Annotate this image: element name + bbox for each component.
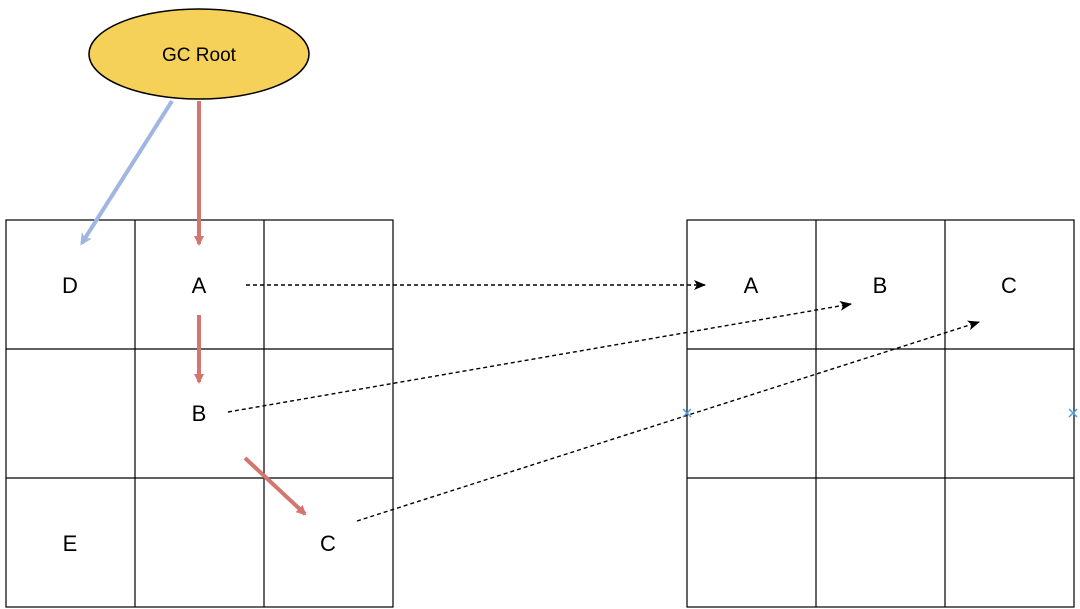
copy-b-arrow [227, 300, 852, 413]
b-to-c-arrow [243, 456, 307, 516]
from-cell-b: B [192, 401, 207, 426]
gc-root-label: GC Root [162, 45, 237, 66]
from-cell-a: A [192, 273, 207, 298]
to-cell-b: B [873, 273, 888, 298]
from-cell-d: D [62, 273, 78, 298]
from-cell-c: C [320, 531, 336, 556]
gc-root-node: GC Root [88, 8, 310, 100]
connection-marker [1068, 408, 1078, 418]
copy-c-arrow [356, 320, 980, 522]
from-space-grid: D A B E C [5, 219, 394, 608]
to-cell-a: A [744, 273, 759, 298]
to-space-grid: A B C [686, 219, 1075, 608]
connection-marker [682, 408, 692, 418]
root-to-d-arrow [80, 99, 174, 246]
from-cell-e: E [63, 531, 78, 556]
gc-root-ellipse [88, 8, 310, 100]
to-cell-c: C [1001, 273, 1017, 298]
